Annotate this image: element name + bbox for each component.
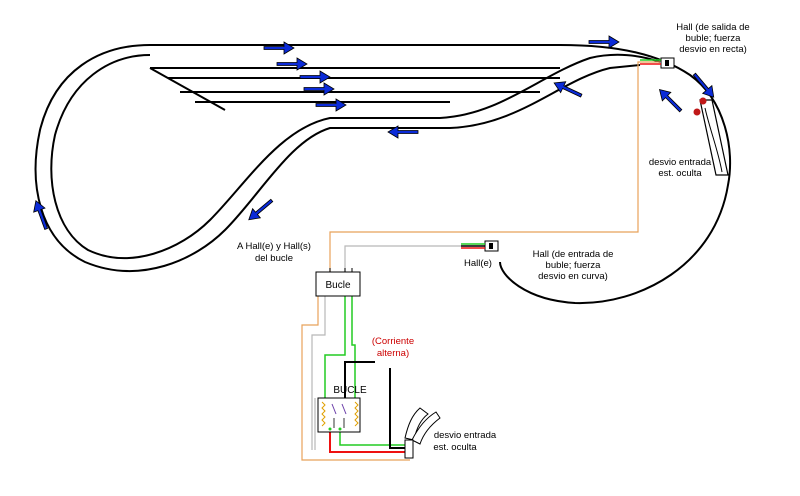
arrow-down-left (248, 198, 274, 221)
wire-ac-1 (344, 361, 375, 398)
label-hall-e: Hall(e) (464, 258, 492, 269)
hall-sensor-entry (484, 240, 499, 252)
hall-sensor-exit (660, 57, 675, 69)
switch-led-2 (693, 108, 701, 116)
svg-text:est. oculta: est. oculta (658, 168, 702, 179)
arrow-down-right (692, 72, 715, 98)
wire-grey (311, 245, 485, 450)
outer-loop-track (34, 44, 732, 305)
label-to-halls: A Hall(e) y Hall(s) del bucle (237, 241, 311, 264)
label-switch-entry-top: desvio entrada est. oculta (649, 157, 712, 179)
arrow-up-left-2 (658, 88, 683, 113)
arrow-right-2 (276, 57, 308, 71)
svg-text:buble; fuerza: buble; fuerza (546, 260, 602, 271)
svg-text:est. oculta: est. oculta (433, 442, 477, 453)
label-ac-power: (Corriente alterna) (372, 336, 414, 359)
arrow-right-3 (299, 70, 331, 84)
wire-ac-2 (389, 368, 405, 449)
svg-text:(Corriente: (Corriente (372, 336, 414, 347)
wire-orange (301, 61, 660, 461)
svg-text:desvio en recta): desvio en recta) (679, 44, 747, 55)
svg-text:desvio en curva): desvio en curva) (538, 271, 608, 282)
wire-red (329, 432, 410, 453)
svg-text:A Hall(e) y Hall(s): A Hall(e) y Hall(s) (237, 241, 311, 252)
track-layout (34, 44, 732, 305)
arrow-right-1 (263, 41, 295, 55)
label-switch-entry-bottom: desvio entrada est. oculta (433, 430, 497, 453)
switch-entry-bottom (404, 407, 441, 459)
inner-loop-track (50, 53, 661, 259)
arrow-right-4 (303, 82, 335, 96)
arrow-left-2 (553, 81, 583, 98)
switch-rail-straight (699, 99, 729, 176)
switch-rail-curve (704, 107, 723, 173)
svg-text:Hall (de entrada de: Hall (de entrada de (533, 249, 614, 260)
switch-entry-top (693, 97, 729, 176)
yard-throat-track (149, 67, 226, 111)
svg-text:Hall (de salida de: Hall (de salida de (676, 22, 749, 33)
bucle-relay: BUCLE (317, 385, 367, 433)
svg-text:desvio entrada: desvio entrada (649, 157, 712, 168)
switch-led-1 (699, 97, 707, 105)
svg-text:alterna): alterna) (377, 348, 409, 359)
bucle-box-label: Bucle (325, 280, 350, 291)
svg-text:del bucle: del bucle (255, 253, 293, 264)
svg-text:buble; fuerza: buble; fuerza (686, 33, 742, 44)
wire-green (324, 296, 405, 446)
arrow-right-6 (588, 35, 620, 49)
wiring (301, 59, 661, 461)
arrow-right-5 (315, 98, 347, 112)
arrow-up-left (33, 199, 49, 230)
bucle-module: Bucle (315, 268, 361, 297)
svg-text:desvio entrada: desvio entrada (434, 430, 497, 441)
label-hall-entry: Hall (de entrada de buble; fuerza desvio… (533, 249, 614, 282)
label-hall-exit: Hall (de salida de buble; fuerza desvio … (676, 22, 749, 55)
arrow-left-1 (387, 125, 419, 139)
direction-arrows (33, 35, 715, 230)
bucle-relay-label: BUCLE (333, 385, 367, 396)
